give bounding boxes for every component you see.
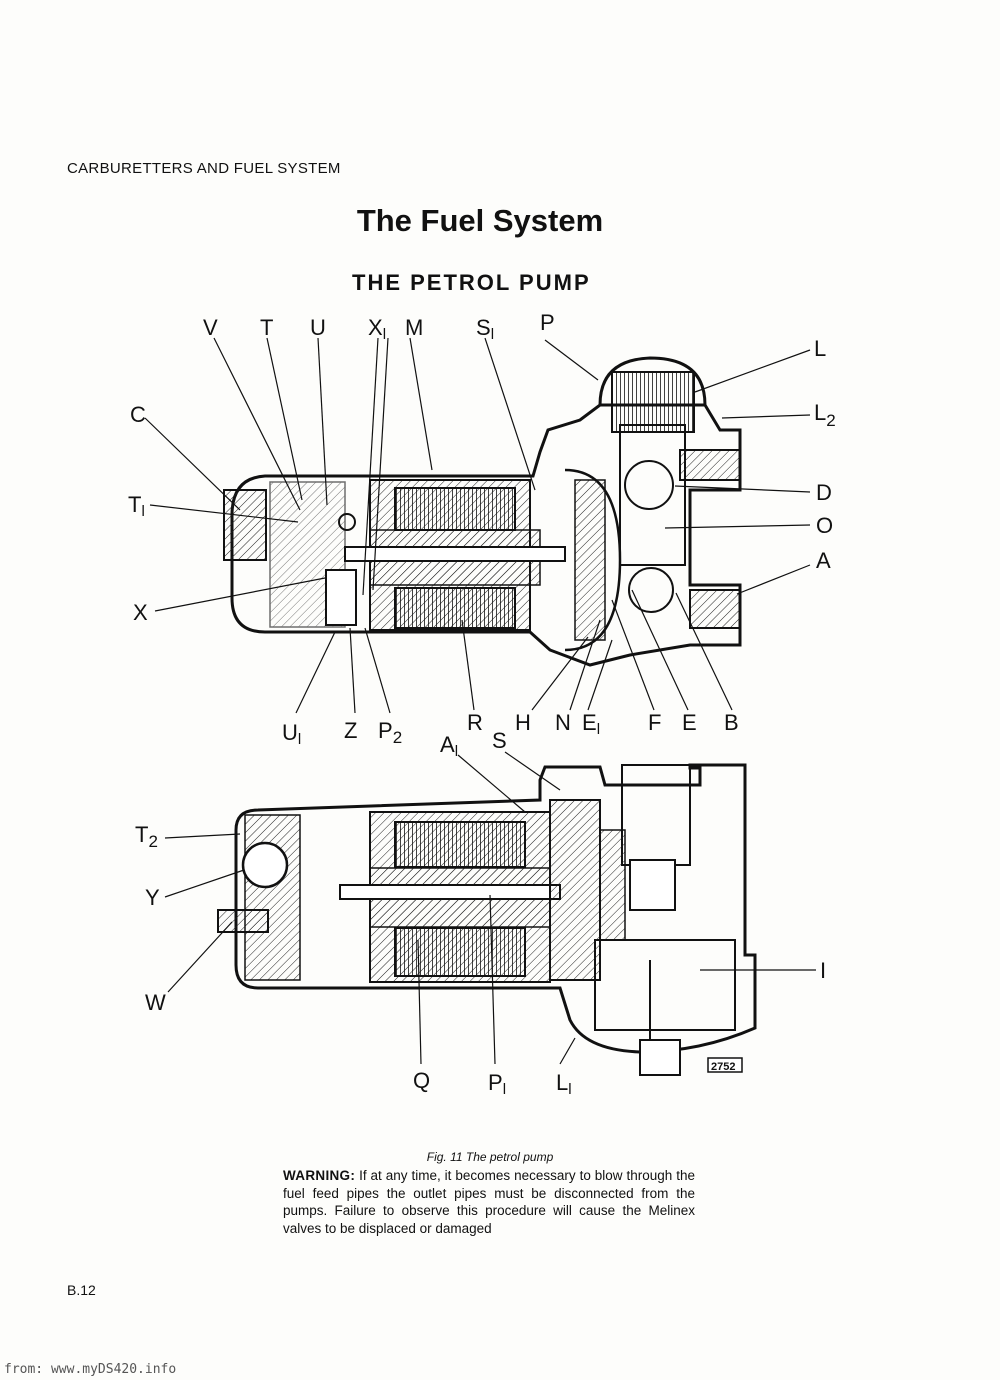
label-E1: El <box>582 710 600 738</box>
label-B: B <box>724 710 739 735</box>
label-T2: T2 <box>135 822 158 851</box>
warning-body: If at any time, it becomes necessary to … <box>283 1168 695 1236</box>
label-T: T <box>260 315 273 340</box>
label-T1: Tl <box>128 492 145 520</box>
label-D: D <box>816 480 832 505</box>
label-N: N <box>555 710 571 735</box>
bottom-pump-section <box>217 763 757 1076</box>
label-O: O <box>816 513 833 538</box>
label-Y: Y <box>145 885 160 910</box>
label-A: A <box>816 548 831 573</box>
page-title: The Fuel System <box>356 203 604 238</box>
label-M: M <box>405 315 423 340</box>
label-V: V <box>203 315 218 340</box>
label-L2: L2 <box>814 400 836 430</box>
top-labels: V T U Xl M Sl P L L2 C Tl D O A X Ul Z P… <box>128 310 836 748</box>
warning-label: WARNING: <box>283 1168 356 1183</box>
label-S1: Sl <box>476 315 494 343</box>
section-header: CARBURETTERS AND FUEL SYSTEM <box>67 160 341 177</box>
figure-caption: Fig. 11 The petrol pump <box>426 1150 554 1164</box>
label-R: R <box>467 710 483 735</box>
bottom-labels: Al S T2 Y W I Q Pl Ll <box>135 728 826 1098</box>
figure-number-text: 2752 <box>711 1061 735 1073</box>
label-F: F <box>648 710 661 735</box>
label-P1: Pl <box>488 1070 506 1098</box>
label-L1: Ll <box>556 1070 572 1098</box>
top-leader-lines <box>144 337 811 714</box>
label-W: W <box>145 990 166 1015</box>
source-footer: from: www.myDS420.info <box>4 1362 177 1377</box>
label-C: C <box>130 402 146 427</box>
label-S: S <box>492 728 507 753</box>
page-number: B.12 <box>67 1282 96 1298</box>
bottom-leader-lines <box>164 751 816 1065</box>
label-U1: Ul <box>282 720 301 748</box>
petrol-pump-diagram: V T U Xl M Sl P L L2 C Tl D O A X Ul Z P… <box>128 310 836 1098</box>
page-subtitle: THE PETROL PUMP <box>352 270 591 295</box>
label-Z: Z <box>344 718 357 743</box>
warning-text: WARNING: If at any time, it becomes nece… <box>283 1167 695 1237</box>
top-pump-section <box>223 356 742 667</box>
label-U: U <box>310 315 326 340</box>
label-X: X <box>133 600 148 625</box>
label-A1: Al <box>440 732 458 760</box>
label-X1: Xl <box>368 315 386 343</box>
label-L: L <box>814 336 826 361</box>
label-E: E <box>682 710 697 735</box>
figure-number-tag: 2752 <box>707 1057 743 1073</box>
label-P: P <box>540 310 555 335</box>
label-I: I <box>820 958 826 983</box>
label-Q: Q <box>413 1068 430 1093</box>
label-H: H <box>515 710 531 735</box>
label-P2: P2 <box>378 718 402 747</box>
